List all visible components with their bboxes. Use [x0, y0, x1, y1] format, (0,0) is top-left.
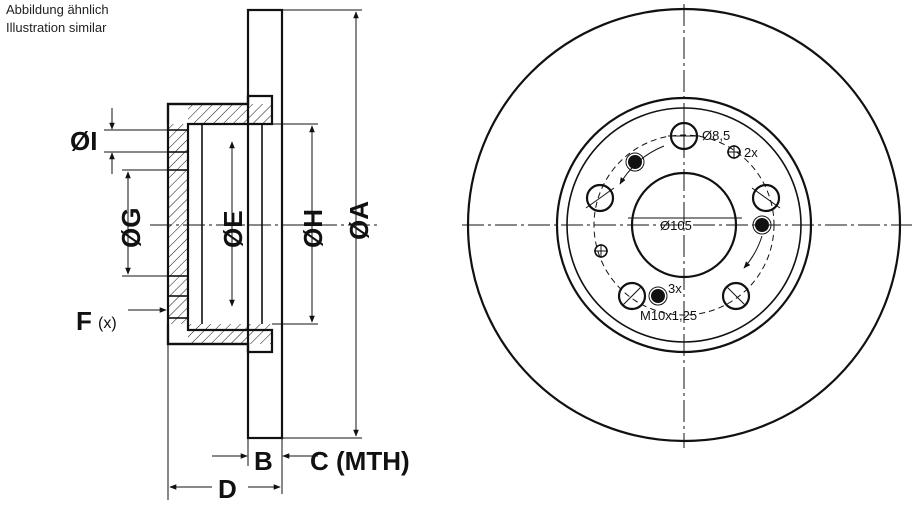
dim-E-label: ØE: [218, 210, 248, 248]
dim-H-label: ØH: [298, 209, 328, 248]
hat-hatch-top: [188, 104, 272, 124]
center-bore: [167, 169, 189, 277]
thread-hole-1: [625, 152, 645, 172]
hole-count-label: 2x: [744, 145, 758, 160]
wheel-hole-3: [751, 183, 781, 213]
dim-F-label: F: [76, 306, 92, 336]
side-section-view: ØA ØH ØE ØG ØI F (x) B C (MTH): [70, 8, 410, 504]
wheel-hole-1: [668, 120, 700, 152]
flange-hole-top: [167, 129, 189, 153]
dim-C-label: C (MTH): [310, 446, 410, 476]
disc-outer: [466, 7, 902, 443]
dim-B-label: B: [254, 446, 273, 476]
hat-hatch-bottom: [188, 324, 272, 344]
thread-hole-2: [752, 215, 772, 235]
dim-I-label: ØI: [70, 126, 97, 156]
pcd-arc-arrow-right: [743, 235, 763, 269]
dim-G-label: ØG: [116, 208, 146, 248]
friction-ring: [246, 8, 284, 440]
thread-spec-label: M10x1,25: [640, 308, 697, 323]
small-hole-2: [594, 244, 608, 258]
pcd-arc-arrow-top: [619, 145, 665, 185]
hat-hatch-face: [168, 124, 188, 324]
pcd-label: Ø105: [660, 218, 692, 233]
center-bore-circle: [630, 171, 738, 279]
thread-hole-3: [648, 286, 668, 306]
small-hole-1: [727, 145, 741, 159]
dim-A-label: ØA: [344, 201, 374, 240]
caption-line-2: Illustration similar: [6, 20, 107, 35]
wheel-hole-2: [585, 183, 615, 213]
wheel-hole-4: [617, 281, 647, 311]
thread-count-label: 3x: [668, 281, 682, 296]
hat-outer-ring: [555, 96, 813, 354]
hole-dia-label: Ø8,5: [702, 128, 730, 143]
wheel-hole-5: [721, 281, 751, 311]
dim-F-suffix: (x): [98, 315, 117, 332]
dim-D-label-bg: [212, 474, 248, 500]
caption-line-1: Abbildung ähnlich: [6, 2, 109, 17]
flange-hole-bottom: [167, 295, 189, 319]
front-view: Ø8,5 2x Ø105 3x M10x1,25: [462, 4, 912, 448]
dim-D-label: D: [218, 474, 237, 504]
hat-inner-ring: [566, 107, 802, 343]
